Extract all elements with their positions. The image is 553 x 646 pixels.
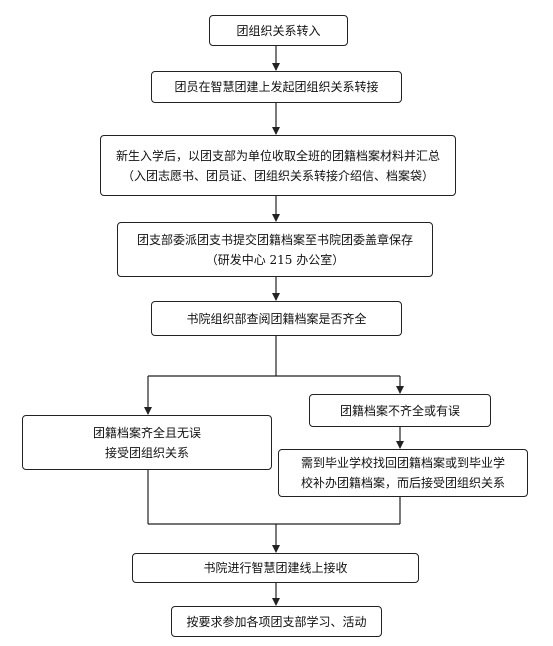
- node-initiate-online: 团员在智慧团建上发起团组织关系转接: [151, 71, 402, 103]
- node-collect-files: 新生入学后，以团支部为单位收取全班的团籍档案材料并汇总 （入团志愿书、团员证、团…: [100, 135, 456, 196]
- node-files-complete-line2: 接受团组织关系: [104, 445, 189, 460]
- node-files-incomplete: 团籍档案不齐全或有误: [309, 394, 491, 427]
- node-review-files: 书院组织部查阅团籍档案是否齐全: [151, 301, 402, 336]
- node-remedy-files-line1: 需到毕业学校找回团籍档案或到毕业学: [300, 456, 505, 470]
- node-submit-files: 团支部委派团支书提交团籍档案至书院团委盖章保存 （研发中心 215 办公室）: [117, 222, 433, 277]
- node-collect-files-line2: （入团志愿书、团员证、团组织关系转接介绍信、档案袋）: [121, 168, 434, 183]
- node-initiate-online-label: 团员在智慧团建上发起团组织关系转接: [174, 80, 379, 94]
- node-collect-files-line1: 新生入学后，以团支部为单位收取全班的团籍档案材料并汇总: [115, 148, 440, 163]
- node-remedy-files-line2: 校补办团籍档案，而后接受团组织关系: [300, 476, 505, 490]
- node-transfer-in: 团组织关系转入: [209, 15, 348, 46]
- node-submit-files-line2: （研发中心 215 办公室）: [205, 252, 345, 267]
- node-files-incomplete-label: 团籍档案不齐全或有误: [339, 403, 460, 418]
- node-participate: 按要求参加各项团支部学习、活动: [171, 606, 382, 637]
- node-participate-label: 按要求参加各项团支部学习、活动: [186, 614, 367, 629]
- node-review-files-label: 书院组织部查阅团籍档案是否齐全: [186, 311, 367, 326]
- node-online-receive-label: 书院进行智慧团建线上接收: [203, 561, 348, 575]
- node-transfer-in-label: 团组织关系转入: [236, 23, 321, 38]
- node-submit-files-line1: 团支部委派团支书提交团籍档案至书院团委盖章保存: [136, 232, 413, 247]
- node-remedy-files: 需到毕业学校找回团籍档案或到毕业学 校补办团籍档案，而后接受团组织关系: [278, 449, 528, 497]
- node-files-complete: 团籍档案齐全且无误 接受团组织关系: [22, 415, 272, 470]
- node-online-receive: 书院进行智慧团建线上接收: [132, 553, 419, 583]
- node-files-complete-line1: 团籍档案齐全且无误: [92, 425, 201, 440]
